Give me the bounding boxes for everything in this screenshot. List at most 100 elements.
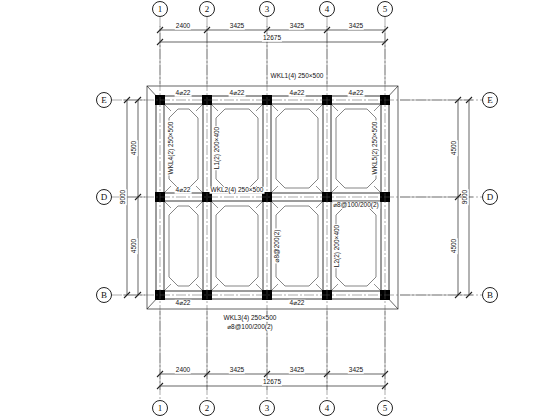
dimension-text: 3425 xyxy=(289,367,305,374)
plan-stroke xyxy=(211,201,218,208)
plan-stroke xyxy=(196,201,203,208)
axis-bubble: 3 xyxy=(259,400,275,416)
axis-bubble: 2 xyxy=(199,1,215,17)
axis-number: 4 xyxy=(325,5,330,14)
dimension-text: 12675 xyxy=(262,35,282,42)
beam-annotation: ⌀8@100/200(2) xyxy=(332,202,380,209)
plan-stroke xyxy=(164,104,171,111)
axis-line xyxy=(112,197,482,198)
slab-panel xyxy=(276,109,318,188)
slab-panel xyxy=(216,109,258,188)
slab-panel xyxy=(276,206,318,286)
axis-number: 1 xyxy=(158,404,163,413)
axis-line xyxy=(385,17,386,400)
plan-stroke xyxy=(331,284,338,291)
dimension-text: 3425 xyxy=(229,367,245,374)
beam-annotation: WKL3(4) 250×500 xyxy=(223,315,278,322)
slab-panel xyxy=(216,206,258,286)
dimension-text: 4500 xyxy=(131,140,138,156)
plan-stroke xyxy=(211,284,218,291)
axis-number: D xyxy=(101,193,108,202)
dimension-text: 3425 xyxy=(229,23,245,30)
dimension-text: 3425 xyxy=(348,367,364,374)
plan-stroke xyxy=(256,284,263,291)
dimension-text: 12675 xyxy=(262,379,282,386)
plan-stroke xyxy=(160,291,385,292)
beam-annotation: L2(2) 200×400 xyxy=(334,224,341,268)
beam-annotation: 4⌀22 xyxy=(229,90,246,97)
plan-stroke xyxy=(164,201,171,208)
plan-stroke xyxy=(271,186,278,193)
axis-line xyxy=(112,295,482,296)
plan-stroke xyxy=(316,104,323,111)
axis-bubble: E xyxy=(482,92,498,108)
axis-bubble: D xyxy=(482,189,498,205)
axis-bubble: 2 xyxy=(199,400,215,416)
dimension-text: 3425 xyxy=(348,23,364,30)
axis-bubble: B xyxy=(96,287,112,303)
plan-stroke xyxy=(160,299,385,300)
axis-bubble: D xyxy=(96,189,112,205)
axis-bubble: 1 xyxy=(152,1,168,17)
axis-number: E xyxy=(101,96,107,105)
plan-stroke xyxy=(316,186,323,193)
beam-annotation: WKL5(2) 250×500 xyxy=(372,121,379,176)
plan-stroke xyxy=(164,186,171,193)
beam-annotation: ⌀8@100/200(2) xyxy=(226,324,274,331)
dimension-text: 4500 xyxy=(451,238,458,254)
axis-bubble: 5 xyxy=(377,1,393,17)
axis-number: E xyxy=(487,96,493,105)
beam-annotation: ⌀8@200(2) xyxy=(274,229,281,264)
axis-number: 5 xyxy=(383,5,388,14)
beam-annotation: WKL4(2) 250×500 xyxy=(168,121,175,176)
plan-stroke xyxy=(271,201,278,208)
axis-bubble: 4 xyxy=(319,1,335,17)
axis-bubble: 4 xyxy=(319,400,335,416)
dimension-text: 9000 xyxy=(462,189,469,205)
axis-number: 4 xyxy=(325,404,330,413)
plan-stroke xyxy=(271,104,278,111)
beam-annotation: 4⌀22 xyxy=(289,90,306,97)
dimension-text: 2400 xyxy=(175,23,191,30)
axis-bubble: 3 xyxy=(259,1,275,17)
axis-bubble: 1 xyxy=(152,400,168,416)
plan-stroke xyxy=(211,104,218,111)
plan-stroke xyxy=(256,201,263,208)
axis-number: 5 xyxy=(383,404,388,413)
axis-number: B xyxy=(101,291,107,300)
axis-number: 1 xyxy=(158,5,163,14)
plan-stroke xyxy=(196,284,203,291)
plan-stroke xyxy=(271,284,278,291)
beam-annotation: 4⌀22 xyxy=(175,90,192,97)
slab-panel xyxy=(169,206,198,286)
beam-annotation: 4⌀22 xyxy=(289,300,306,307)
dimension-text: 4500 xyxy=(131,238,138,254)
plan-stroke xyxy=(374,104,381,111)
axis-number: 3 xyxy=(265,404,270,413)
axis-number: 2 xyxy=(205,404,210,413)
dimension-text: 2400 xyxy=(175,367,191,374)
plan-stroke xyxy=(331,104,338,111)
dimension-text: 9000 xyxy=(120,189,127,205)
beam-annotation: L1(2) 200×400 xyxy=(214,126,221,170)
plan-stroke xyxy=(164,284,171,291)
plan-stroke xyxy=(160,104,385,105)
beam-annotation: 4⌀22 xyxy=(348,90,365,97)
plan-stroke xyxy=(316,201,323,208)
axis-line xyxy=(160,17,161,400)
axis-line xyxy=(267,17,268,400)
slab-panel xyxy=(336,109,376,188)
beam-annotation: WKL1(4) 250×500 xyxy=(270,73,325,80)
plan-stroke xyxy=(160,193,385,194)
axis-number: D xyxy=(487,193,494,202)
axis-bubble: E xyxy=(96,92,112,108)
plan-stroke xyxy=(316,284,323,291)
axis-bubble: B xyxy=(482,287,498,303)
axis-number: 3 xyxy=(265,5,270,14)
axis-bubble: 5 xyxy=(377,400,393,416)
dimension-text: 3425 xyxy=(289,23,305,30)
